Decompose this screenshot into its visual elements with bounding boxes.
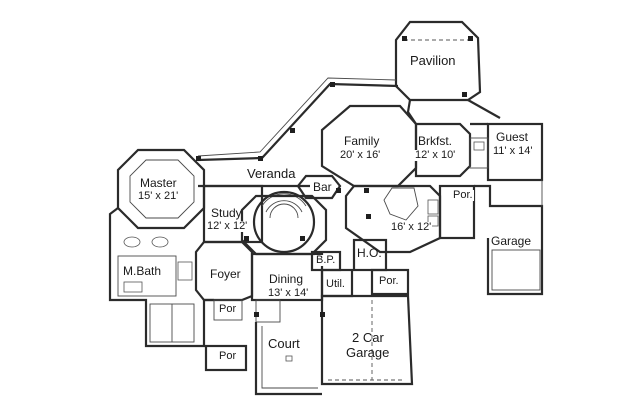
porch-upper-walls <box>438 184 476 240</box>
master-label: Master <box>140 176 177 190</box>
porch-bottom-walls <box>204 344 248 372</box>
court-label: Court <box>268 336 300 351</box>
bp-label: B.P. <box>315 254 337 266</box>
court-walls <box>254 322 322 396</box>
bar-walls <box>296 174 342 200</box>
kitchen-dimensions: 16' x 12' <box>390 221 433 233</box>
pavilion-label: Pavilion <box>410 53 456 68</box>
study-label: Study <box>211 206 242 220</box>
mbath-walls <box>117 255 177 297</box>
side-garage-label: Garage <box>491 234 532 248</box>
foyer-label: Foyer <box>210 267 241 281</box>
porch-right-label: Por. <box>378 275 400 287</box>
porch-left-label: Por <box>218 303 238 315</box>
master-dimensions: 15' x 21' <box>138 190 179 202</box>
dining-dimensions: 13' x 14' <box>268 287 309 299</box>
dining-label: Dining <box>269 272 304 286</box>
porch-bottom-label: Por <box>218 350 238 362</box>
porch-right-walls <box>370 268 410 296</box>
family-label: Family <box>344 134 380 148</box>
bar-label: Bar <box>312 180 333 194</box>
porch-upper-label: Por. <box>452 189 474 201</box>
family-dimensions: 20' x 16' <box>340 149 381 161</box>
columns <box>196 36 473 317</box>
study-dimensions: 12' x 12' <box>206 220 249 232</box>
kitchen-walls <box>344 184 442 254</box>
breakfast-label: Brkfst. <box>418 134 453 148</box>
main-garage-label-line2: Garage <box>346 345 390 360</box>
veranda-label: Veranda <box>246 166 297 181</box>
util-label: Util. <box>326 278 345 290</box>
guest-label: Guest <box>496 130 529 144</box>
main-garage-walls <box>320 294 414 386</box>
ho-label: H.O. <box>357 246 382 260</box>
guest-dimensions: 11' x 14' <box>492 145 534 157</box>
master-walls <box>116 148 206 230</box>
main-garage-label-line1: 2 Car <box>352 330 384 345</box>
breakfast-dimensions: 12' x 10' <box>414 149 457 161</box>
ho-walls <box>352 238 388 272</box>
mbath-label: M.Bath <box>122 264 163 278</box>
